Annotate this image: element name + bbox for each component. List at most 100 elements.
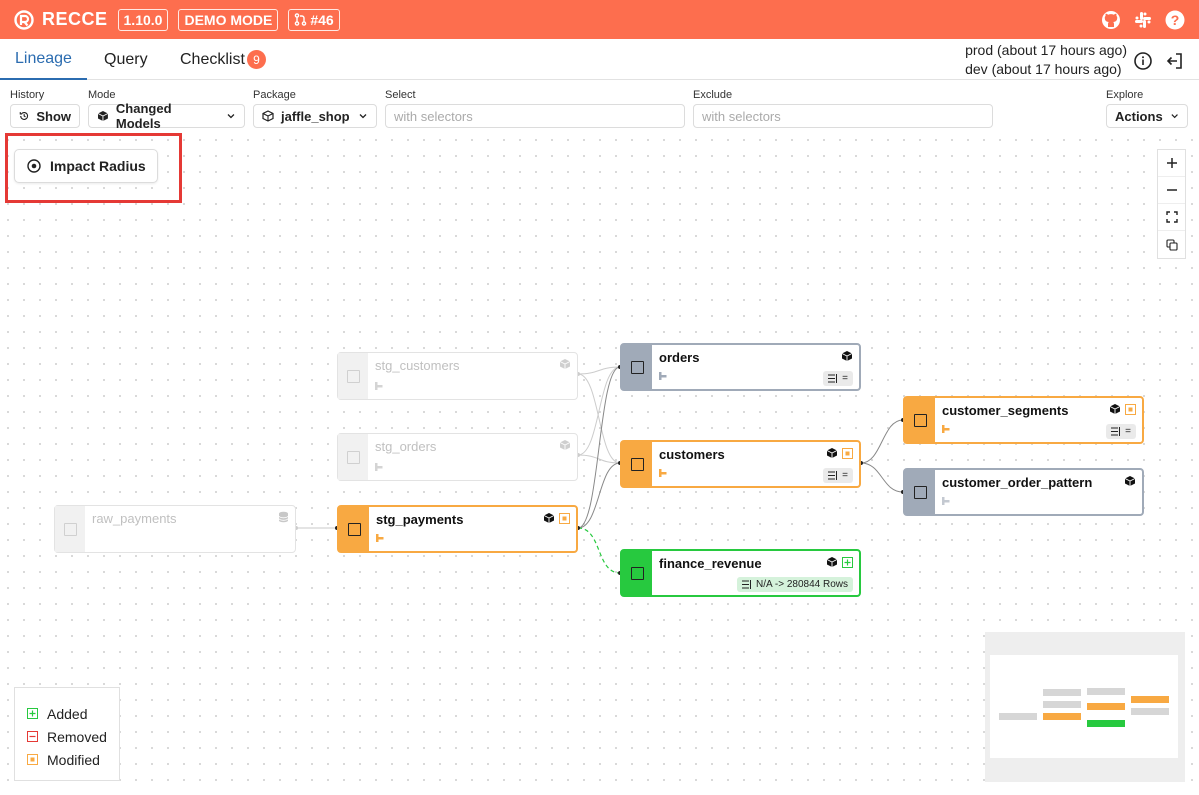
node-name: stg_customers	[375, 358, 460, 373]
node-orders[interactable]: orders =	[620, 343, 861, 391]
tab-lineage[interactable]: Lineage	[0, 39, 87, 80]
env-prod: prod (about 17 hours ago)	[965, 42, 1127, 58]
env-info: prod (about 17 hours ago) dev (about 17 …	[965, 41, 1127, 79]
logout-icon[interactable]	[1165, 51, 1185, 71]
tab-query[interactable]: Query	[104, 39, 148, 80]
lineage-icon	[376, 534, 384, 542]
cube-icon	[841, 351, 853, 361]
node-select-box[interactable]	[622, 442, 652, 486]
select-label: Select	[385, 89, 416, 101]
package-value: jaffle_shop	[281, 108, 350, 124]
tabs-row: Lineage Query Checklist 9	[0, 39, 1199, 80]
lineage-icon	[375, 463, 383, 471]
minimap[interactable]	[985, 632, 1185, 782]
minimap-node	[1131, 708, 1169, 715]
node-select-box[interactable]	[338, 353, 368, 399]
top-bar: RECCE 1.10.0 DEMO MODE #46 ?	[0, 0, 1199, 39]
fullscreen-icon	[1165, 211, 1178, 223]
tab-checklist[interactable]: Checklist 9	[180, 39, 266, 80]
lineage-icon	[942, 425, 950, 433]
help-icon[interactable]: ?	[1164, 9, 1185, 30]
info-icon[interactable]	[1133, 51, 1153, 71]
history-show-button[interactable]: Show	[10, 104, 80, 128]
node-select-box[interactable]	[55, 506, 85, 552]
pull-request-icon	[295, 13, 307, 26]
github-icon[interactable]	[1100, 9, 1121, 30]
tab-query-label: Query	[104, 50, 148, 68]
node-stg-orders[interactable]: stg_orders	[337, 433, 578, 481]
rows-icon	[828, 471, 838, 480]
package-select[interactable]: jaffle_shop	[253, 104, 377, 128]
zoom-out-button[interactable]	[1158, 177, 1185, 204]
minimap-node	[1131, 696, 1169, 703]
database-icon	[278, 511, 289, 523]
app-name: RECCE	[42, 9, 108, 29]
node-raw-payments[interactable]: raw_payments	[54, 505, 296, 553]
copy-image-button[interactable]	[1158, 231, 1185, 258]
cube-icon	[559, 440, 571, 450]
legend-removed: Removed	[27, 725, 119, 748]
package-label: Package	[253, 89, 296, 101]
tab-lineage-label: Lineage	[15, 49, 72, 67]
fit-view-button[interactable]	[1158, 204, 1185, 231]
zoom-in-button[interactable]	[1158, 150, 1185, 177]
legend: Added Removed Modified	[14, 687, 120, 781]
actions-button[interactable]: Actions	[1106, 104, 1188, 128]
node-select-box[interactable]	[622, 551, 652, 595]
node-select-box[interactable]	[338, 434, 368, 480]
node-select-box[interactable]	[905, 470, 935, 514]
chevron-down-icon	[227, 114, 235, 119]
minimap-node	[1087, 720, 1125, 727]
select-input[interactable]: with selectors	[385, 104, 685, 128]
svg-text:?: ?	[1170, 12, 1179, 28]
lineage-icon	[659, 469, 667, 477]
demo-mode-tag: DEMO MODE	[178, 8, 279, 31]
cube-icon	[97, 111, 109, 121]
node-name: customers	[659, 447, 725, 462]
cube-icon	[826, 448, 838, 458]
exclude-placeholder: with selectors	[702, 108, 781, 124]
filter-bar: History Show Mode Changed Models Package…	[0, 80, 1199, 132]
row-count-chip[interactable]: =	[1106, 424, 1136, 439]
history-value: Show	[36, 108, 71, 124]
node-stg-customers[interactable]: stg_customers	[337, 352, 578, 400]
env-dev: dev (about 17 hours ago)	[965, 61, 1122, 77]
node-customer-segments[interactable]: customer_segments =	[903, 396, 1144, 444]
minimap-node	[1043, 713, 1081, 720]
modified-icon	[27, 754, 38, 765]
recce-logo-icon	[14, 9, 34, 30]
minimap-node	[1087, 703, 1125, 710]
node-name: finance_revenue	[659, 556, 762, 571]
exclude-input[interactable]: with selectors	[693, 104, 993, 128]
row-count-value: =	[1125, 426, 1131, 437]
exclude-label: Exclude	[693, 89, 733, 101]
lineage-icon	[659, 372, 667, 380]
rows-icon	[1111, 427, 1121, 436]
node-select-box[interactable]	[905, 398, 935, 442]
node-select-box[interactable]	[339, 507, 369, 551]
impact-radius-button[interactable]: Impact Radius	[14, 149, 158, 183]
added-icon	[842, 556, 853, 568]
pr-tag[interactable]: #46	[288, 8, 340, 31]
removed-icon	[27, 731, 38, 742]
recce-logo: RECCE	[14, 9, 108, 30]
node-customer-order-pattern[interactable]: customer_order_pattern	[903, 468, 1144, 516]
cube-icon	[543, 513, 555, 523]
row-count-chip[interactable]: =	[823, 371, 853, 386]
row-count-chip[interactable]: =	[823, 468, 853, 483]
version-tag: 1.10.0	[117, 8, 169, 31]
node-select-box[interactable]	[622, 345, 652, 389]
mode-label: Mode	[88, 89, 116, 101]
slack-icon[interactable]	[1132, 9, 1153, 30]
copy-icon	[1165, 238, 1178, 251]
legend-modified-label: Modified	[47, 751, 100, 768]
node-stg-payments[interactable]: stg_payments	[337, 505, 578, 553]
row-count-chip[interactable]: N/A -> 280844 Rows	[737, 577, 853, 592]
legend-added-label: Added	[47, 705, 88, 722]
node-name: stg_payments	[376, 512, 464, 527]
chevron-down-icon	[1171, 114, 1178, 119]
mode-select[interactable]: Changed Models	[88, 101, 245, 131]
node-finance-revenue[interactable]: finance_revenue N/A -> 280844 Rows	[620, 549, 861, 597]
node-customers[interactable]: customers =	[620, 440, 861, 488]
minimap-node	[1043, 701, 1081, 708]
